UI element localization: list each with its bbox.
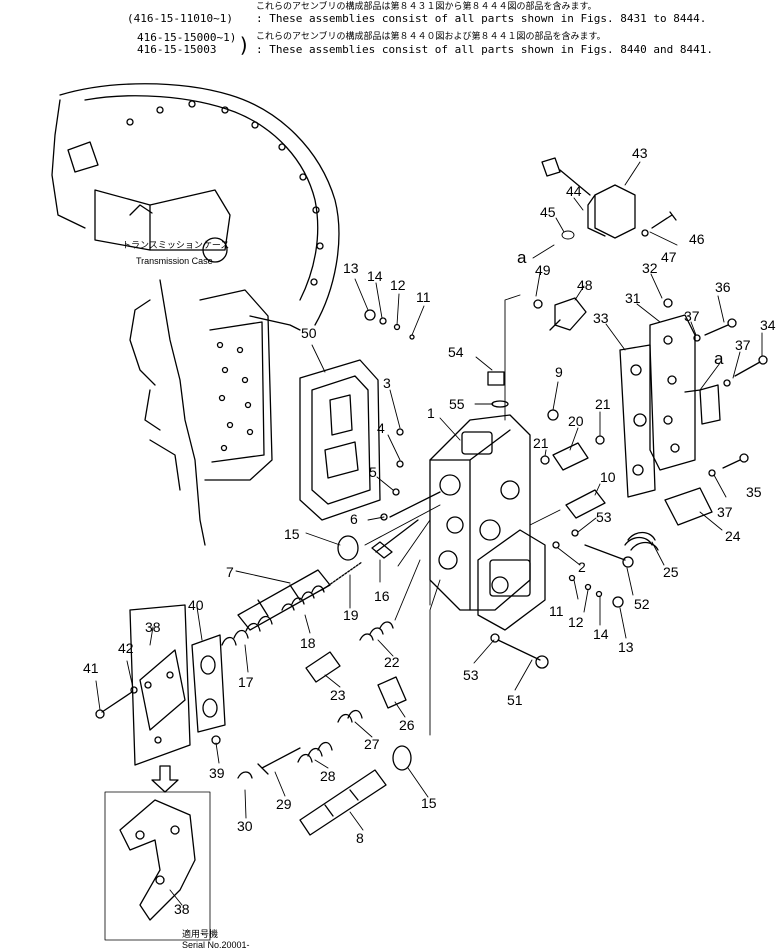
callout-37-upper: 37 — [684, 308, 700, 324]
callout-36: 36 — [715, 279, 731, 295]
callout-2: 2 — [578, 559, 586, 575]
cover-plate-drawing — [477, 529, 546, 631]
callout-7: 7 — [226, 564, 234, 580]
callout-42: 42 — [118, 640, 134, 656]
callout-55: 55 — [449, 396, 465, 412]
callout-3: 3 — [383, 375, 391, 391]
callout-5: 5 — [369, 464, 377, 480]
case-label-jp: トランスミッションケース — [122, 240, 229, 250]
callout-44: 44 — [566, 183, 582, 199]
callout-18: 18 — [300, 635, 316, 651]
transmission-case-drawing — [51, 83, 340, 546]
callout-13-lower: 13 — [618, 639, 634, 655]
callout-50: 50 — [301, 325, 317, 341]
callout-33: 33 — [593, 310, 609, 326]
callout-14-upper: 14 — [367, 268, 383, 284]
callout-48: 48 — [577, 277, 593, 293]
callout-1: 1 — [427, 405, 435, 421]
serial-label-en: Serial No.20001- — [182, 940, 250, 950]
callout-4: 4 — [377, 420, 385, 436]
gasket-50-drawing — [299, 359, 381, 521]
header-line1-range: (416-15-11010~1) — [127, 12, 233, 25]
header-brace: ) — [238, 33, 251, 57]
callout-53-lower: 53 — [463, 667, 479, 683]
callout-37-lower: 37 — [717, 504, 733, 520]
plate-31-drawing — [649, 314, 696, 471]
header-line1-en: : These assemblies consist of all parts … — [256, 12, 707, 25]
callout-11-upper: 11 — [416, 289, 431, 305]
callout-10: 10 — [600, 469, 616, 485]
callout-13-upper: 13 — [343, 260, 359, 276]
callout-19: 19 — [343, 607, 359, 623]
callout-22: 22 — [384, 654, 400, 670]
callout-9: 9 — [555, 364, 563, 380]
callout-39: 39 — [209, 765, 225, 781]
callout-54: 54 — [448, 344, 464, 360]
callout-17: 17 — [238, 674, 254, 690]
callout-52: 52 — [634, 596, 650, 612]
callout-15-lower: 15 — [421, 795, 437, 811]
callout-a-right: a — [714, 349, 724, 368]
header-line2-en: : These assemblies consist of all parts … — [256, 43, 713, 56]
callout-35: 35 — [746, 484, 762, 500]
callout-49: 49 — [535, 262, 551, 278]
valve-body-1-drawing — [429, 414, 531, 611]
callout-16: 16 — [374, 588, 390, 604]
case-label-en: Transmission Case — [136, 256, 213, 266]
callout-43: 43 — [632, 145, 648, 161]
serial-label-jp: 適用号機 — [182, 928, 218, 939]
callout-21-left: 21 — [533, 435, 549, 451]
callout-26: 26 — [399, 717, 415, 733]
callout-38-lower: 38 — [174, 901, 190, 917]
callout-8: 8 — [356, 830, 364, 846]
callout-25: 25 — [663, 564, 679, 580]
callout-20: 20 — [568, 413, 584, 429]
callout-31: 31 — [625, 290, 641, 306]
callout-6: 6 — [350, 511, 358, 527]
callout-47: 47 — [661, 249, 677, 265]
callout-28: 28 — [320, 768, 336, 784]
cover-38-drawing — [129, 604, 191, 766]
callout-12-upper: 12 — [390, 277, 406, 293]
sensor-48-drawing — [554, 297, 587, 331]
gasket-33-drawing — [619, 344, 656, 498]
solenoid-43-drawing — [541, 157, 677, 239]
callout-38-upper: 38 — [145, 619, 161, 635]
header-line2-range-a: 416-15-15000~1) — [137, 31, 237, 44]
callout-12-lower: 12 — [568, 614, 584, 630]
callout-11-lower: 11 — [549, 603, 564, 619]
callout-45: 45 — [540, 204, 556, 220]
callout-23: 23 — [330, 687, 346, 703]
callout-27: 27 — [364, 736, 380, 752]
callout-40: 40 — [188, 597, 204, 613]
callout-51: 51 — [507, 692, 523, 708]
callout-a-upper: a — [517, 248, 527, 267]
callout-41: 41 — [83, 660, 99, 676]
callout-15-upper: 15 — [284, 526, 300, 542]
callout-21-right: 21 — [595, 396, 611, 412]
callout-30: 30 — [237, 818, 253, 834]
header-line2-range-b: 416-15-15003 — [137, 43, 217, 56]
header-line1-jp: これらのアセンブリの構成部品は第８４３１図から第８４４４図の部品を含みます。 — [256, 2, 597, 12]
callout-29: 29 — [276, 796, 292, 812]
callout-53-right: 53 — [596, 509, 612, 525]
callout-14-lower: 14 — [593, 626, 609, 642]
callout-32: 32 — [642, 260, 658, 276]
callout-46: 46 — [689, 231, 705, 247]
callout-34: 34 — [760, 317, 776, 333]
header-line2-jp: これらのアセンブリの構成部品は第８４４０図および第８４４１図の部品を含みます。 — [256, 32, 606, 42]
callout-37-middle: 37 — [735, 337, 751, 353]
callout-24: 24 — [725, 528, 741, 544]
